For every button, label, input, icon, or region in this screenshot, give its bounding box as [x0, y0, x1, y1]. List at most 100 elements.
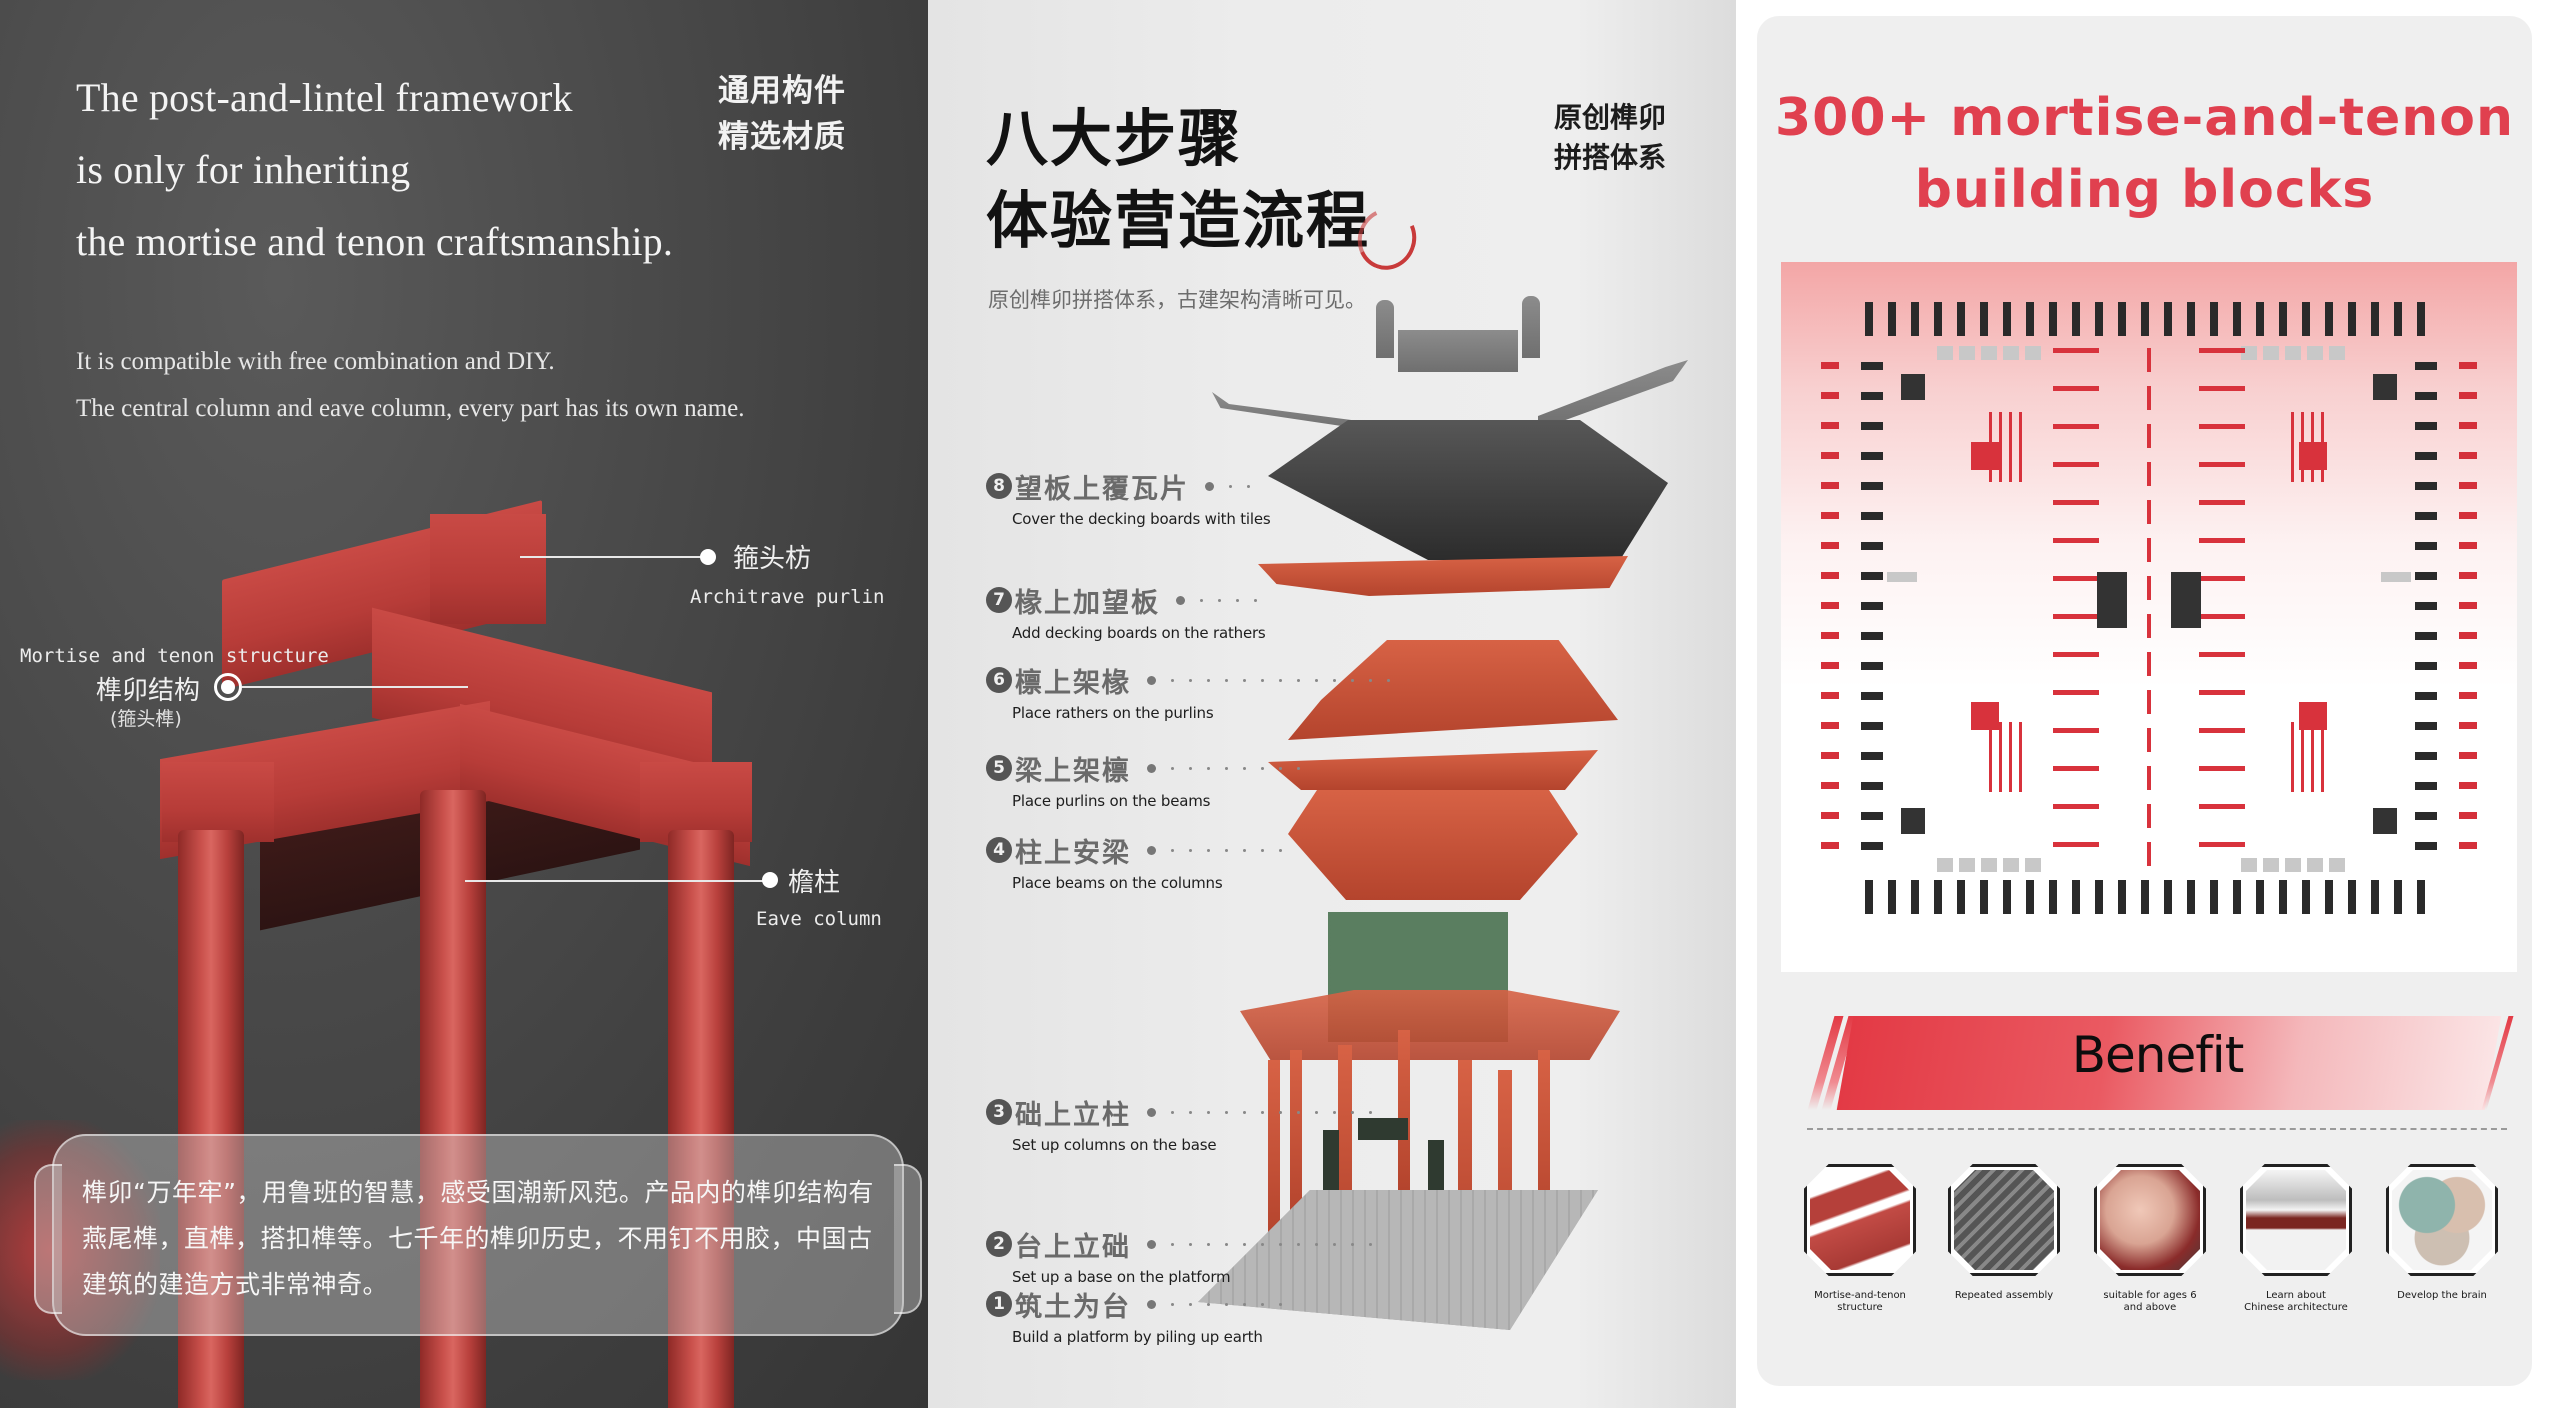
step-number: 5	[986, 755, 1012, 781]
step-number: 8	[986, 473, 1012, 499]
bracket-piece	[2459, 482, 2477, 489]
parts-grid	[1821, 302, 2477, 916]
bracket-piece	[2459, 722, 2477, 729]
headline-line-1: The post-and-lintel framework	[76, 75, 573, 120]
beam-piece	[2053, 842, 2099, 847]
rafter-piece	[1934, 302, 1942, 336]
rafter-piece	[2141, 880, 2149, 914]
post-piece	[2147, 804, 2151, 828]
label-architrave-en: Architrave purlin	[690, 586, 885, 608]
ridge-piece	[1887, 572, 1917, 582]
post-piece	[2147, 766, 2151, 790]
bracket-piece	[2459, 632, 2477, 639]
tile-piece	[1937, 858, 1953, 872]
column-left	[178, 830, 244, 1408]
purlin-piece	[2415, 572, 2437, 580]
step-title-en: Place rathers on the purlins	[1012, 704, 1214, 722]
step-title-cn: 础上立柱	[1015, 1099, 1131, 1131]
beam-piece	[2053, 348, 2099, 353]
purlin-piece	[2415, 842, 2437, 850]
purlin-piece	[1861, 812, 1883, 820]
note-text: 榫卯“万年牢”，用鲁班的智慧，感受国潮新风范。产品内的榫卯结构有燕尾榫，直榫，搭…	[82, 1178, 874, 1299]
purlin-piece	[2415, 722, 2437, 730]
step-number: 2	[986, 1231, 1012, 1257]
col-b	[1290, 1050, 1302, 1220]
rafter-piece	[2348, 880, 2356, 914]
purlin-piece	[2415, 422, 2437, 430]
rafter-piece	[2164, 880, 2172, 914]
bracket-piece	[1821, 572, 1839, 579]
bracket-piece	[2459, 542, 2477, 549]
benefit-banner: Benefit	[1805, 1006, 2514, 1110]
beam-piece	[2053, 500, 2099, 505]
architrave-tenon-head	[430, 514, 546, 624]
step-number: 7	[986, 587, 1012, 613]
middle-panel: 八大步骤 体验营造流程 原创榫卯 拼搭体系 原创榫卯拼搭体系，古建架构清晰可见。	[928, 0, 1736, 1408]
bracket-piece	[2459, 842, 2477, 849]
rafter-piece	[2394, 302, 2402, 336]
step-title-en: Cover the decking boards with tiles	[1012, 510, 1271, 528]
column-cap-right	[640, 762, 752, 842]
rafter-stick	[2291, 722, 2294, 792]
bracket-piece	[1821, 452, 1839, 459]
product-card: 300+ mortise-and-tenon building blocks B…	[1757, 16, 2532, 1386]
bracket-piece	[1821, 812, 1839, 819]
callout-line-eave	[465, 880, 765, 882]
bracket-piece	[1821, 692, 1839, 699]
step-title-cn: 檩上架椽	[1015, 667, 1131, 699]
post-piece	[2147, 614, 2151, 638]
beam-piece	[2199, 576, 2245, 581]
tile-piece	[2263, 858, 2279, 872]
note-card: 榫卯“万年牢”，用鲁班的智慧，感受国潮新风范。产品内的榫卯结构有燕尾榫，直榫，搭…	[34, 1134, 922, 1336]
purlin-piece	[1861, 632, 1883, 640]
column-right	[668, 830, 734, 1408]
purlin-piece	[2415, 752, 2437, 760]
rafter-piece	[2049, 880, 2057, 914]
rafter-stick	[2291, 412, 2294, 482]
beam-piece	[2199, 500, 2245, 505]
step-number: 1	[986, 1291, 1012, 1317]
bracket-piece	[2459, 392, 2477, 399]
purlin-piece	[2415, 692, 2437, 700]
tile-piece	[2241, 346, 2257, 360]
benefit-item: Repeated assembly	[1931, 1164, 2077, 1302]
rafter-stick	[2301, 722, 2304, 792]
purlin-piece	[2415, 512, 2437, 520]
assembly-icon	[1948, 1164, 2060, 1276]
rafter-piece	[2210, 302, 2218, 336]
rafter-piece	[1980, 302, 1988, 336]
leader-dots	[1205, 481, 1250, 491]
roof-curve-right	[1538, 360, 1688, 430]
step-title-cn: 望板上覆瓦片	[1015, 473, 1189, 505]
purlin-piece	[2415, 782, 2437, 790]
leader-dots	[1147, 1107, 1372, 1117]
bracket-piece	[2459, 602, 2477, 609]
leader-dots	[1147, 763, 1300, 773]
bracket-piece	[1821, 722, 1839, 729]
tile-piece	[2003, 858, 2019, 872]
post-piece	[2147, 348, 2151, 372]
rafter-piece	[2394, 880, 2402, 914]
benefit-heading: Benefit	[2071, 1026, 2245, 1084]
right-panel: 300+ mortise-and-tenon building blocks B…	[1736, 0, 2560, 1408]
post-piece	[2147, 652, 2151, 676]
rafter-piece	[1865, 880, 1873, 914]
bracket-piece	[2459, 452, 2477, 459]
tile-piece	[2241, 858, 2257, 872]
bracket-piece	[1821, 602, 1839, 609]
step-title-cn: 梁上架檩	[1015, 755, 1131, 787]
step-title-en: Set up a base on the platform	[1012, 1268, 1231, 1286]
steps-title: 八大步骤 体验营造流程	[986, 98, 1370, 262]
tile-piece	[1937, 346, 1953, 360]
label-eave-en: Eave column	[756, 908, 882, 930]
rafter-piece	[2417, 302, 2425, 336]
rafter-piece	[1888, 302, 1896, 336]
cn-tag-line-2: 精选材质	[718, 119, 846, 155]
beam-piece	[2053, 462, 2099, 467]
